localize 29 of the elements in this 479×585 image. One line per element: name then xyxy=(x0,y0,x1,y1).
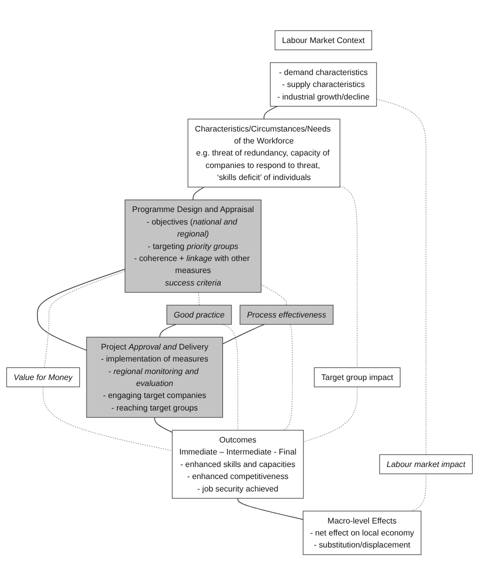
node-box: Characteristics/Circumstances/Needs of the Workforce e.g. threat of redundancy, capacity of companies to respond to threat, ‘skills deficit’ of individuals xyxy=(188,118,340,188)
node-box: Process effectiveness xyxy=(240,304,334,324)
node-box: Project Approval and Delivery - implementation of measures - regional monitoring and evaluation - engaging target companies - reaching target groups xyxy=(86,336,223,418)
node-box: Value for Money xyxy=(6,367,80,388)
connector xyxy=(222,324,265,344)
node-box: Target group impact xyxy=(314,367,400,388)
connector xyxy=(283,324,293,430)
connector xyxy=(198,292,200,306)
node-box: Good practice xyxy=(166,304,232,324)
connector xyxy=(376,98,426,455)
connector xyxy=(159,324,176,338)
node-box: Programme Design and Appraisal - objectives (national and regional) - targeting priority groups - coherence + linkage with other measures success criteria xyxy=(124,199,262,292)
node-box: Labour Market Context xyxy=(274,30,372,50)
connector xyxy=(154,416,173,433)
connector xyxy=(411,473,426,512)
connector xyxy=(222,324,238,430)
connector xyxy=(340,185,358,368)
connector xyxy=(44,270,126,368)
node-box: Macro-level Effects - net effect on local economy - substitution/displacement xyxy=(302,510,422,555)
connector xyxy=(260,284,287,306)
connector xyxy=(42,386,173,451)
connector xyxy=(192,186,205,200)
connector xyxy=(303,386,358,442)
connector xyxy=(264,106,278,120)
connector xyxy=(36,268,126,351)
node-box: Outcomes Immediate – Intermediate - Final - enhanced skills and capacities - enhanced competitiveness - job security achieved xyxy=(172,430,304,498)
node-box: - demand characteristics - supply characteristics - industrial growth/decline xyxy=(270,62,377,106)
connector xyxy=(237,498,304,520)
node-box: Labour market impact xyxy=(379,454,473,474)
